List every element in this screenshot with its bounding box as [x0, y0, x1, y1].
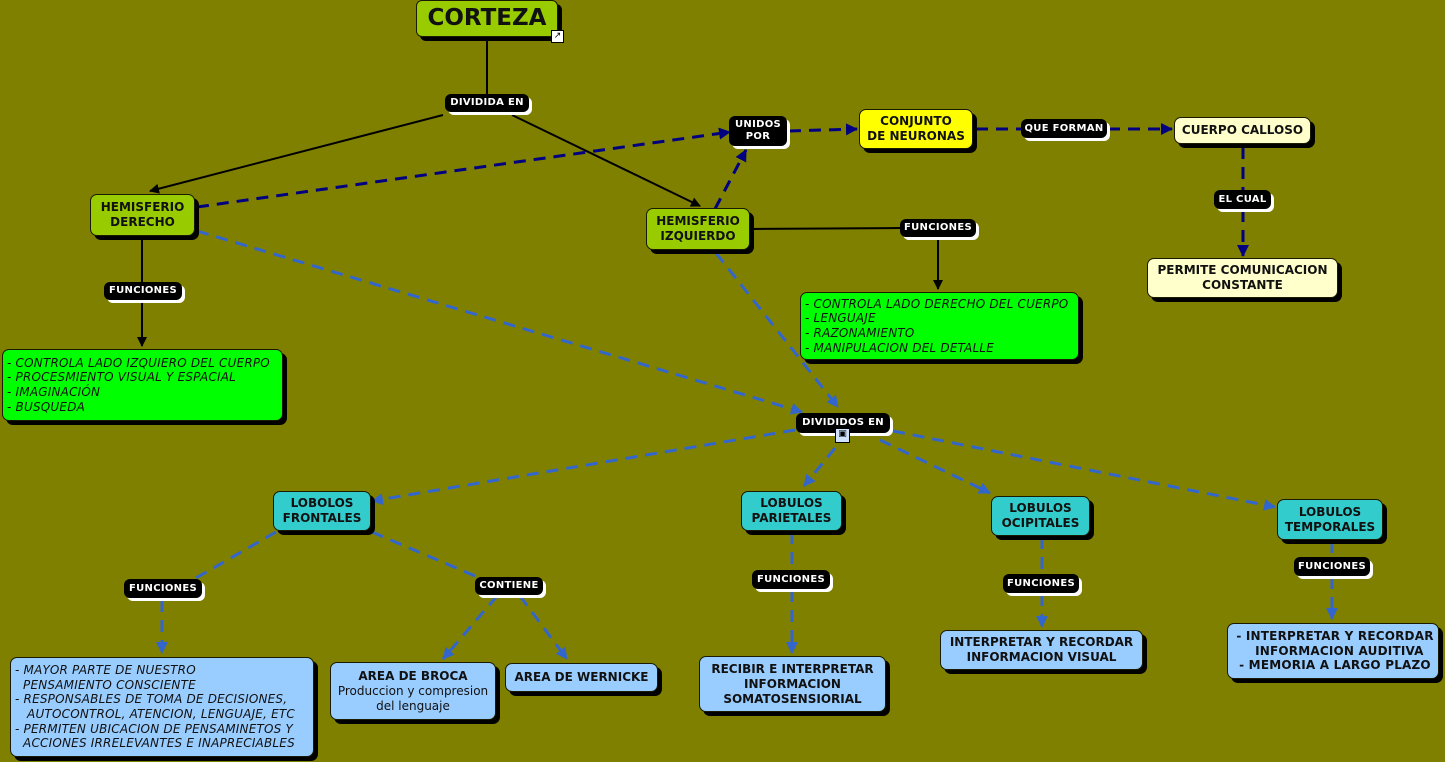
node-corteza-text: CORTEZA	[427, 5, 547, 31]
node-lobulos-occipitales[interactable]: LOBULOS OCIPITALES	[991, 496, 1090, 536]
node-area-broca-title: AREA DE BROCA	[358, 668, 468, 683]
label-divididos-en[interactable]: DIVIDIDOS EN	[796, 413, 890, 433]
node-area-wernicke[interactable]: AREA DE WERNICKE	[505, 663, 658, 692]
node-hemisferio-derecho[interactable]: HEMISFERIO DERECHO	[90, 194, 195, 236]
label-funciones-frontales-text: FUNCIONES	[129, 582, 197, 594]
node-hemisferio-izquierdo[interactable]: HEMISFERIO IZQUIERDO	[646, 208, 750, 250]
label-contiene[interactable]: CONTIENE	[475, 577, 543, 595]
label-funciones-izquierdo[interactable]: FUNCIONES	[900, 219, 976, 237]
node-funciones-izquierdo-list-text: - CONTROLA LADO DERECHO DEL CUERPO - LEN…	[805, 296, 1069, 355]
label-funciones-occipitales[interactable]: FUNCIONES	[1003, 574, 1079, 593]
node-lobulos-parietales[interactable]: LOBULOS PARIETALES	[741, 491, 842, 531]
node-corteza[interactable]: CORTEZA	[416, 0, 558, 37]
node-lobulos-occipitales-text: LOBULOS OCIPITALES	[1001, 501, 1080, 530]
node-funciones-frontales-list-text: - MAYOR PARTE DE NUESTRO PENSAMIENTO CON…	[15, 663, 296, 751]
node-funciones-frontales-list[interactable]: - MAYOR PARTE DE NUESTRO PENSAMIENTO CON…	[10, 657, 314, 757]
label-funciones-izquierdo-text: FUNCIONES	[904, 222, 972, 233]
node-permite-comunicacion-text: PERMITE COMUNICACION CONSTANTE	[1157, 263, 1328, 292]
label-funciones-temporales-text: FUNCIONES	[1298, 560, 1366, 572]
label-dividida-en[interactable]: DIVIDIDA EN	[445, 94, 529, 112]
node-funciones-temporales-text: - INTERPRETAR Y RECORDAR INFORMACION AUD…	[1236, 629, 1434, 673]
node-hemisferio-izquierdo-text: HEMISFERIO IZQUIERDO	[656, 214, 740, 243]
label-contiene-text: CONTIENE	[479, 580, 539, 591]
node-conjunto-neuronas-text: CONJUNTO DE NEURONAS	[867, 114, 965, 143]
label-funciones-frontales[interactable]: FUNCIONES	[124, 579, 202, 598]
label-funciones-parietales[interactable]: FUNCIONES	[752, 570, 830, 589]
node-area-broca[interactable]: AREA DE BROCA Produccion y compresion de…	[330, 662, 496, 720]
node-hemisferio-derecho-text: HEMISFERIO DERECHO	[100, 200, 185, 229]
label-funciones-derecho[interactable]: FUNCIONES	[104, 282, 182, 300]
node-funciones-izquierdo-list[interactable]: - CONTROLA LADO DERECHO DEL CUERPO - LEN…	[800, 292, 1079, 360]
node-area-broca-description: Produccion y compresion del lenguaje	[337, 683, 489, 713]
node-funciones-derecho-list[interactable]: - CONTROLA LADO IZQUIERO DEL CUERPO - PR…	[2, 349, 283, 421]
node-funciones-occipitales[interactable]: INTERPRETAR Y RECORDAR INFORMACION VISUA…	[940, 630, 1143, 670]
node-funciones-parietales[interactable]: RECIBIR E INTERPRETAR INFORMACION SOMATO…	[699, 656, 886, 712]
node-lobulos-temporales[interactable]: LOBULOS TEMPORALES	[1277, 499, 1383, 540]
label-funciones-temporales[interactable]: FUNCIONES	[1294, 557, 1370, 576]
node-cuerpo-calloso[interactable]: CUERPO CALLOSO	[1174, 117, 1311, 144]
label-unidos-por[interactable]: UNIDOS POR	[729, 116, 787, 146]
node-funciones-derecho-list-text: - CONTROLA LADO IZQUIERO DEL CUERPO - PR…	[7, 355, 270, 414]
label-funciones-parietales-text: FUNCIONES	[757, 573, 825, 585]
label-que-forman[interactable]: QUE FORMAN	[1021, 119, 1107, 138]
node-lobulos-frontales[interactable]: LOBOLOS FRONTALES	[273, 491, 371, 531]
shortcut-arrow-icon[interactable]: ↗	[551, 30, 564, 43]
label-el-cual[interactable]: EL CUAL	[1214, 190, 1271, 209]
node-conjunto-neuronas[interactable]: CONJUNTO DE NEURONAS	[859, 109, 973, 149]
node-funciones-occipitales-text: INTERPRETAR Y RECORDAR INFORMACION VISUA…	[949, 635, 1134, 664]
label-el-cual-text: EL CUAL	[1218, 193, 1267, 205]
label-dividida-en-text: DIVIDIDA EN	[450, 97, 524, 108]
node-cuerpo-calloso-text: CUERPO CALLOSO	[1181, 123, 1304, 137]
label-unidos-por-text: UNIDOS POR	[734, 119, 781, 142]
node-area-wernicke-text: AREA DE WERNICKE	[514, 670, 649, 684]
node-lobulos-parietales-text: LOBULOS PARIETALES	[751, 496, 832, 525]
image-icon[interactable]: ▣	[835, 428, 850, 443]
label-funciones-occipitales-text: FUNCIONES	[1007, 577, 1075, 589]
node-funciones-parietales-text: RECIBIR E INTERPRETAR INFORMACION SOMATO…	[711, 661, 874, 706]
node-lobulos-frontales-text: LOBOLOS FRONTALES	[282, 496, 362, 525]
node-permite-comunicacion[interactable]: PERMITE COMUNICACION CONSTANTE	[1147, 258, 1338, 298]
label-divididos-en-text: DIVIDIDOS EN	[802, 417, 884, 428]
node-lobulos-temporales-text: LOBULOS TEMPORALES	[1284, 504, 1376, 534]
node-funciones-temporales[interactable]: - INTERPRETAR Y RECORDAR INFORMACION AUD…	[1227, 623, 1439, 679]
label-funciones-derecho-text: FUNCIONES	[109, 285, 177, 296]
label-que-forman-text: QUE FORMAN	[1024, 122, 1104, 134]
